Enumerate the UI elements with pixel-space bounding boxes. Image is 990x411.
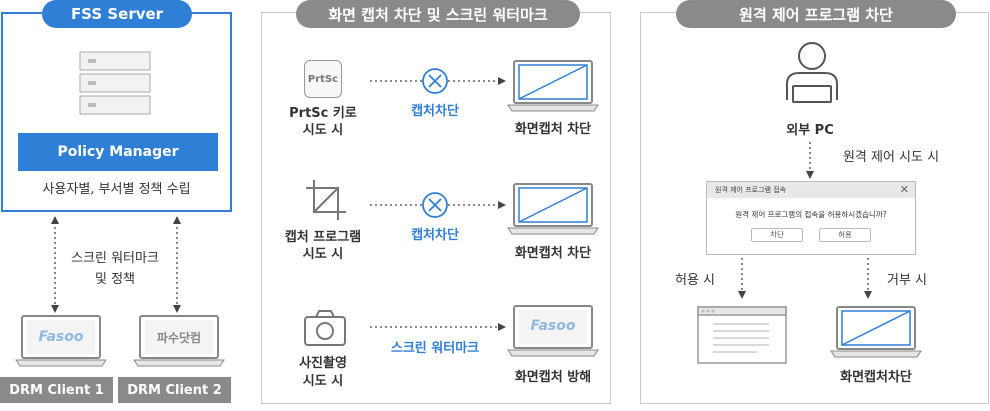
external-pc-label: 외부 PC xyxy=(786,123,834,138)
remote-block-title: 원격 제어 프로그램 차단 xyxy=(676,0,956,28)
deny-label: 거부 시 xyxy=(886,273,927,288)
watermark-screen-text: Fasoo xyxy=(530,318,576,334)
dialog-block-button[interactable]: 차단 xyxy=(751,228,803,242)
row3-action: 스크린 워터마크 xyxy=(390,341,480,356)
link-label-2: 및 정책 xyxy=(94,272,135,287)
policy-description: 사용자별, 부서별 정책 수립 xyxy=(42,182,191,197)
client2-screen-text: 파수닷컴 xyxy=(156,331,202,345)
remote-result: 화면캡처차단 xyxy=(840,370,912,385)
fss-server-title: FSS Server xyxy=(42,0,192,28)
client1-label: DRM Client 1 xyxy=(0,377,113,403)
close-icon[interactable]: ✕ xyxy=(899,183,909,196)
row3-label-2: 시도 시 xyxy=(302,374,344,389)
row3-label-1: 사진촬영 xyxy=(299,356,347,371)
laptop-blocked-icon-2 xyxy=(507,183,599,235)
camera-icon xyxy=(304,310,346,346)
laptop-blocked-icon-1 xyxy=(507,60,599,112)
row2-action: 캡처차단 xyxy=(411,228,459,243)
laptop-watermark-icon xyxy=(507,305,599,357)
row1-label-1: PrtSc 키로 xyxy=(289,106,357,121)
dialog-titlebar: 원격 제어 프로그램 접속 ✕ xyxy=(707,182,915,198)
prtsc-key-icon: PrtSc xyxy=(304,60,342,98)
row2-result: 화면캡처 차단 xyxy=(514,246,592,261)
laptop-blocked-icon-3 xyxy=(830,306,922,358)
row1-action: 캡처차단 xyxy=(411,104,459,119)
browser-window-icon xyxy=(697,306,787,364)
client1-laptop-icon xyxy=(15,315,107,367)
server-icon xyxy=(79,51,151,115)
link-label-1: 스크린 워터마크 xyxy=(71,251,159,266)
client2-laptop-icon xyxy=(133,315,225,367)
dialog-title: 원격 제어 프로그램 접속 xyxy=(715,186,787,194)
client2-label: DRM Client 2 xyxy=(118,377,231,403)
capture-block-title: 화면 캡처 차단 및 스크린 워터마크 xyxy=(296,0,580,28)
crop-icon xyxy=(306,180,346,220)
client-links xyxy=(51,216,181,313)
dialog-allow-button[interactable]: 허용 xyxy=(819,228,871,242)
remote-access-dialog: 원격 제어 프로그램 접속 ✕ 원격 제어 프로그램의 접속을 허용하시겠습니까… xyxy=(706,181,916,255)
row3-result: 화면캡처 방해 xyxy=(514,370,592,385)
person-pc-icon xyxy=(786,42,838,103)
block-x-icon xyxy=(422,68,448,218)
row1-label-2: 시도 시 xyxy=(302,123,344,138)
row2-label-1: 캡처 프로그램 xyxy=(284,230,362,245)
allow-label: 허용 시 xyxy=(674,273,715,288)
row2-label-2: 시도 시 xyxy=(302,247,344,262)
dialog-message: 원격 제어 프로그램의 접속을 허용하시겠습니까? xyxy=(735,210,887,219)
remote-attempt-label: 원격 제어 시도 시 xyxy=(842,150,940,165)
client1-screen-text: Fasoo xyxy=(38,329,84,345)
row1-result: 화면캡처 차단 xyxy=(514,122,592,137)
policy-manager-box: Policy Manager xyxy=(18,133,218,171)
